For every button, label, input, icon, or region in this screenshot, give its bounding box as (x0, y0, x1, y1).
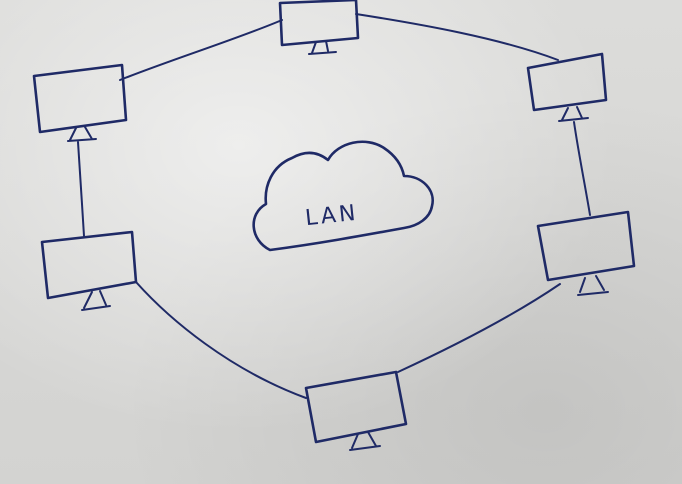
monitor-upper-right (526, 52, 608, 112)
monitor-bottom (304, 370, 408, 444)
stand-upper-left (67, 126, 97, 142)
computer-mid-left (40, 230, 138, 311)
monitor-upper-left (32, 63, 128, 134)
stand-upper-right (558, 106, 589, 122)
computer-mid-right (536, 210, 636, 296)
link-mid-left-to-bottom (135, 281, 307, 399)
link-upper-right-to-mid-right (573, 121, 591, 216)
stand-mid-left (81, 290, 111, 311)
lan-cloud: LAN (252, 140, 434, 252)
stand-bottom (349, 431, 381, 451)
link-mid-right-to-bottom (397, 283, 561, 373)
link-top-to-upper-left (119, 19, 283, 81)
connections (77, 13, 591, 399)
computer-upper-right (526, 52, 608, 122)
stand-top (308, 40, 337, 55)
link-upper-left-to-mid-left (77, 141, 85, 237)
computer-top (278, 0, 360, 55)
cloud-outline (252, 140, 434, 252)
monitor-top (278, 0, 360, 47)
monitor-mid-right (536, 210, 636, 282)
link-top-to-upper-right (355, 13, 559, 61)
computer-upper-left (32, 63, 128, 142)
stand-mid-right (577, 275, 609, 296)
computer-bottom (304, 370, 408, 451)
monitor-mid-left (40, 230, 138, 300)
cloud-label: LAN (304, 201, 360, 231)
